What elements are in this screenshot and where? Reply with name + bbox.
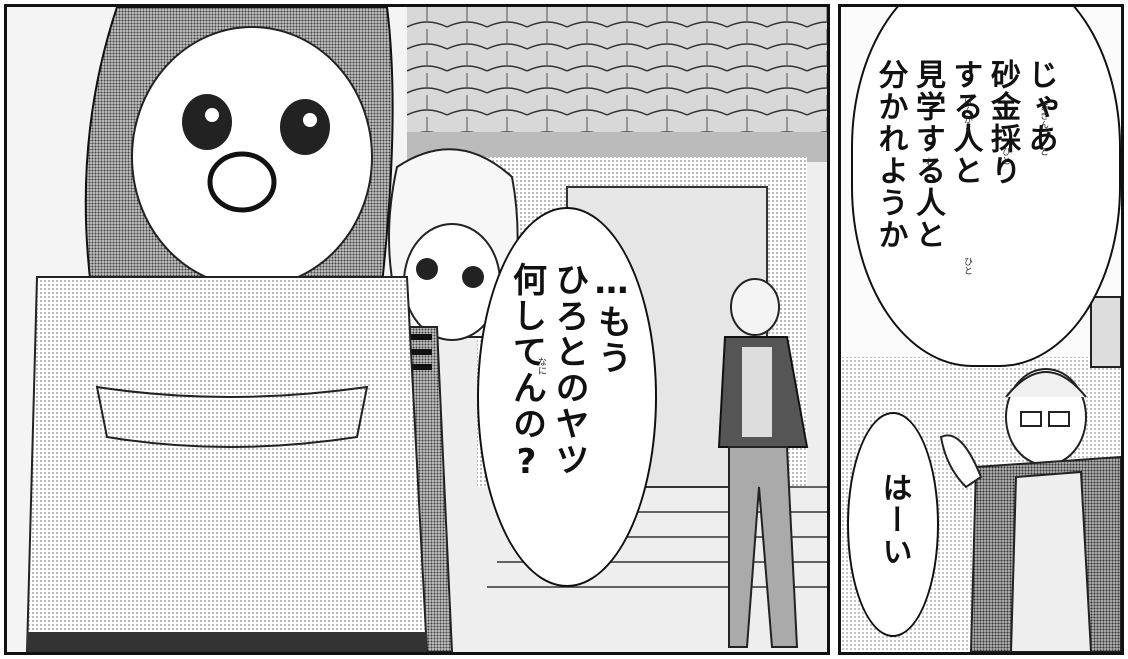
panel-left: …もう ひろとのヤツ 何してんの? なに xyxy=(4,4,830,655)
speech-line-4: 見学する人と xyxy=(910,59,945,251)
furigana-hito-1: ひと xyxy=(1000,147,1010,165)
panel-left-artwork xyxy=(25,7,827,652)
teacher-figure xyxy=(939,368,1121,652)
panel-right: じゃあ 砂金採り する人と 見学する人と 分かれようか さきん と ひと けんが… xyxy=(838,4,1124,655)
speech-text-left: …もう ひろとのヤツ 何してんの? xyxy=(505,262,633,562)
furigana-nani: なに xyxy=(536,357,546,375)
speech-line-3: する人と xyxy=(947,59,983,187)
speech-text-right-top: じゃあ 砂金採り する人と 見学する人と 分かれようか xyxy=(871,59,1059,349)
furigana-to: と xyxy=(1038,147,1048,156)
furigana-hito-2: ひと xyxy=(962,257,972,275)
furigana-kengaku: けんがく xyxy=(962,97,972,133)
speech-bubble-left xyxy=(477,207,657,587)
speech-bubble-right-top xyxy=(851,7,1121,367)
speech-bubble-right-bottom xyxy=(847,412,939,637)
speech-line-2: 砂金採り xyxy=(985,59,1020,187)
roof xyxy=(407,7,827,132)
man-walking-figure xyxy=(717,278,809,648)
speech-line-5: 分かれようか xyxy=(872,59,908,251)
speech-text-right-bottom: はーい xyxy=(875,472,913,612)
speech-line-2: ひろとのヤツ xyxy=(549,262,589,478)
speech-line-1: じゃあ xyxy=(1022,59,1058,155)
speech-line-3: 何してんの? xyxy=(506,262,547,484)
furigana-sakin: さきん xyxy=(1038,102,1048,129)
furigana-wa: わ xyxy=(924,157,934,166)
speech-line-1: はーい xyxy=(876,472,912,568)
main-girl-figure xyxy=(25,7,429,652)
speech-line-1: …もう xyxy=(591,262,632,376)
